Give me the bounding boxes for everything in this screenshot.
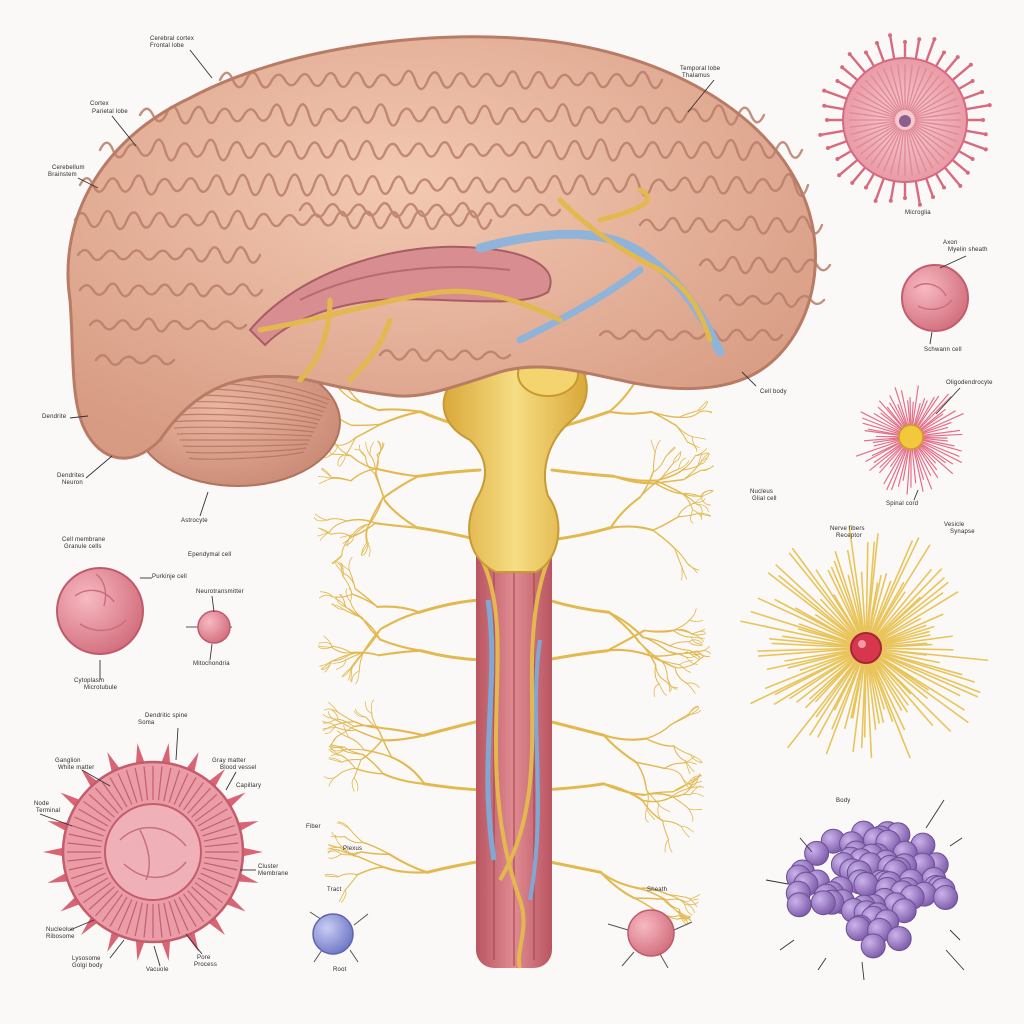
label-37: White matter <box>58 765 95 771</box>
label-32: Cytoplasm <box>74 678 105 684</box>
small-pink-cell-left <box>186 610 232 644</box>
label-21: Spinal cord <box>886 501 919 507</box>
label-10: Dendrites <box>57 473 85 479</box>
label-45: Nucleolus <box>46 927 75 933</box>
label-28: Purkinje cell <box>152 574 187 580</box>
label-42: Terminal <box>36 808 61 814</box>
label-36: Ganglion <box>55 758 81 764</box>
label-30: Neurotransmitter <box>196 589 244 595</box>
label-57: Body <box>836 798 851 804</box>
label-44: Membrane <box>258 871 289 877</box>
label-43: Cluster <box>258 864 279 870</box>
label-39: Blood vessel <box>220 765 257 771</box>
label-2: Frontal lobe <box>150 43 185 49</box>
label-40: Capillary <box>236 783 262 789</box>
label-52: Fiber <box>306 824 321 830</box>
blue-cell-bottom <box>309 911 369 963</box>
label-38: Gray matter <box>212 758 246 764</box>
label-11: Neuron <box>62 480 83 486</box>
small-pink-cell-bottom <box>607 909 693 969</box>
label-26: Cell membrane <box>62 537 106 543</box>
leader-lines <box>39 49 967 981</box>
label-33: Microtubule <box>84 685 118 691</box>
purple-cluster <box>785 820 959 959</box>
large-spiked-cell-bottom-left <box>43 743 263 961</box>
label-27: Granule cells <box>64 544 102 550</box>
cerebrum <box>66 35 832 460</box>
label-56: Sheath <box>647 887 668 893</box>
label-16: Microglia <box>905 210 931 216</box>
pink-round-cell-left <box>56 567 144 655</box>
label-35: Soma <box>138 720 155 726</box>
spiky-cell-top-right <box>818 33 992 207</box>
label-31: Mitochondria <box>193 661 230 667</box>
label-49: Vacuole <box>146 967 169 973</box>
label-34: Dendritic spine <box>145 713 188 719</box>
label-3: Cortex <box>90 101 109 107</box>
label-15: Glial cell <box>752 496 777 502</box>
label-9: Dendrite <box>42 414 67 420</box>
label-25: Synapse <box>950 529 975 535</box>
large-yellow-star-cell <box>740 525 989 759</box>
label-18: Myelin sheath <box>948 247 988 253</box>
label-4: Parietal lobe <box>92 109 128 115</box>
label-6: Brainstem <box>48 172 77 178</box>
label-55: Root <box>333 967 347 973</box>
label-22: Nerve fibers <box>830 526 865 532</box>
label-17: Axon <box>943 240 958 246</box>
label-51: Process <box>194 962 218 968</box>
label-19: Schwann cell <box>924 347 962 353</box>
label-46: Ribosome <box>46 934 75 940</box>
label-47: Lysosome <box>72 956 101 962</box>
round-cell-right <box>901 264 969 332</box>
label-50: Pore <box>197 955 211 961</box>
star-cell-right <box>855 385 964 495</box>
label-8: Thalamus <box>682 73 710 79</box>
spinal-cord <box>476 520 552 969</box>
label-20: Oligodendrocyte <box>946 380 993 386</box>
label-12: Astrocyte <box>181 518 208 524</box>
label-53: Plexus <box>343 846 363 852</box>
label-48: Golgi body <box>72 963 103 969</box>
label-23: Receptor <box>836 533 862 539</box>
label-13: Cell body <box>760 389 787 395</box>
label-24: Vesicle <box>944 522 965 528</box>
label-5: Cerebellum <box>52 165 85 171</box>
label-29: Ependymal cell <box>188 552 232 558</box>
label-41: Node <box>34 801 50 807</box>
label-1: Cerebral cortex <box>150 36 195 42</box>
label-14: Nucleus <box>750 489 774 495</box>
label-7: Temporal lobe <box>680 66 721 72</box>
label-54: Tract <box>327 887 342 893</box>
